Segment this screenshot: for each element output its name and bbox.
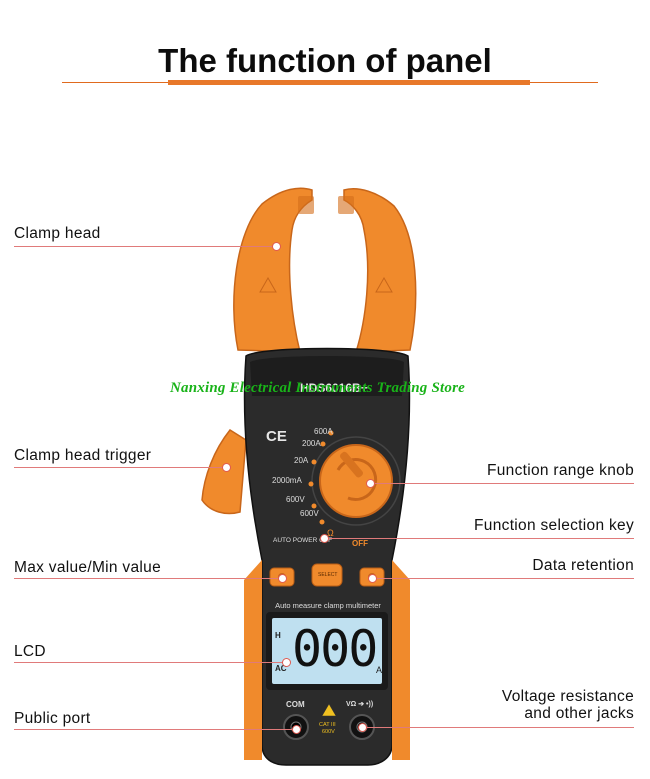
- ohm-label: Ω: [327, 528, 334, 538]
- callout-line: [370, 483, 634, 484]
- callout-line: [14, 662, 286, 663]
- label-lcd: LCD: [14, 643, 46, 660]
- meter-subtitle: Auto measure clamp multimeter: [275, 601, 381, 610]
- label-data-retention: Data retention: [532, 557, 634, 574]
- label-public-port: Public port: [14, 710, 91, 727]
- right-jaw: [343, 188, 417, 353]
- com-jack-label: COM: [286, 700, 305, 709]
- callout-line: [362, 727, 634, 728]
- page-title: The function of panel: [158, 42, 492, 79]
- range-label: 200A: [302, 438, 321, 448]
- ce-mark: CE: [266, 428, 287, 445]
- label-clamp-head: Clamp head: [14, 225, 101, 242]
- auto-power-off-label: AUTO POWER OFF: [273, 537, 333, 544]
- model-label: HDS6016B+: [300, 381, 368, 395]
- callout-dot: [366, 479, 375, 488]
- label-range-knob: Function range knob: [486, 462, 634, 479]
- lcd-ac-indicator: AC: [275, 664, 287, 673]
- label-voltage-jacks: Voltage resistance and other jacks: [502, 688, 634, 722]
- label-selection-key: Function selection key: [474, 517, 634, 534]
- callout-dot: [368, 574, 377, 583]
- range-label: 600V: [286, 495, 305, 504]
- callout-dot: [272, 242, 281, 251]
- v-jack-label: VΩ ➔ •)): [346, 701, 374, 708]
- left-jaw: [233, 187, 313, 353]
- range-label: 2000mA: [272, 475, 302, 485]
- range-labels: 600A 200A 20A 2000mA 600V 600V: [272, 426, 333, 519]
- off-label: OFF: [352, 539, 368, 548]
- range-label: 600A: [314, 427, 333, 436]
- lcd-reading: 000: [292, 620, 378, 678]
- lcd-hold-indicator: H: [275, 631, 281, 640]
- callout-line: [324, 538, 634, 539]
- range-label: 600V: [300, 508, 319, 518]
- range-label: 20A: [294, 456, 309, 465]
- range-knob: [319, 444, 393, 518]
- callout-line: [14, 578, 282, 579]
- select-button: [311, 563, 343, 587]
- callout-line: [372, 578, 634, 579]
- label-clamp-trigger: Clamp head trigger: [14, 447, 152, 464]
- lcd-unit: A: [376, 665, 383, 675]
- store-watermark: Nanxing Electrical Instruments Trading S…: [170, 380, 465, 396]
- callout-dot: [282, 658, 291, 667]
- title-accent-bar: [168, 80, 530, 85]
- select-button-label: SELECT: [318, 572, 338, 578]
- label-max-min: Max value/Min value: [14, 559, 161, 576]
- callout-dot: [292, 725, 301, 734]
- callout-dot: [320, 534, 329, 543]
- cat-rating: CAT III: [319, 722, 336, 728]
- callout-line: [14, 729, 296, 730]
- label-voltage-jacks-line1: Voltage resistance: [501, 688, 634, 705]
- label-voltage-jacks-line2: and other jacks: [524, 705, 634, 722]
- callout-line: [14, 467, 226, 468]
- callout-line: [14, 246, 276, 247]
- callout-dot: [358, 723, 367, 732]
- volt-rating: 600V: [322, 729, 335, 735]
- meter-body: [243, 347, 411, 766]
- callout-dot: [222, 463, 231, 472]
- clamp-trigger: [201, 429, 247, 515]
- callout-dot: [278, 574, 287, 583]
- lcd-screen: [272, 618, 382, 684]
